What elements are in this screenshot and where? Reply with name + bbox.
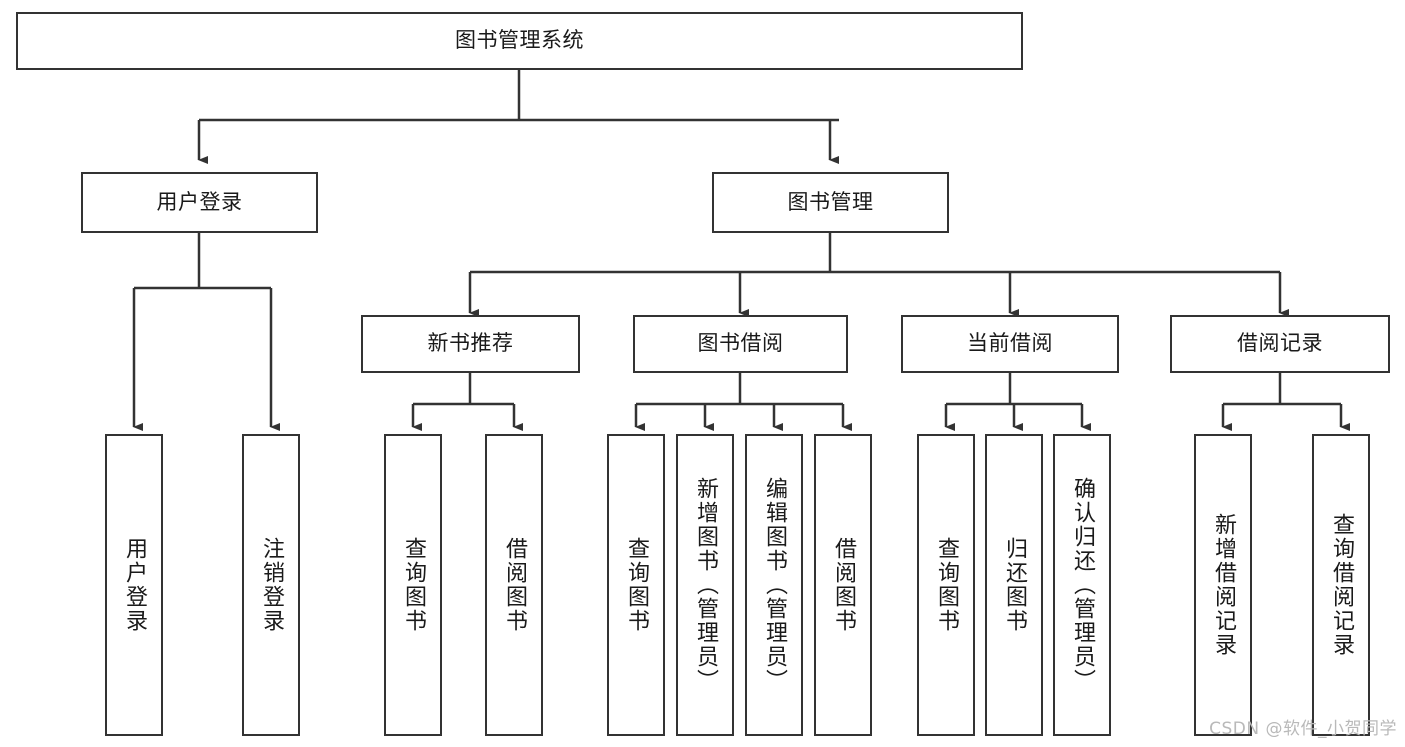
node-borrow-record[interactable]: 借阅记录 — [1170, 315, 1390, 373]
node-root-label: 图书管理系统 — [455, 28, 584, 53]
node-leaf-newbook-borrow-book-label: 借阅图书 — [502, 537, 527, 633]
node-leaf-currentborrow-confirm-return[interactable]: 确认归还（管理员） — [1053, 434, 1111, 736]
watermark: CSDN @软件_小贺同学 — [1209, 719, 1397, 739]
node-book-management-label: 图书管理 — [787, 189, 874, 214]
node-leaf-borrowrecord-query-record-label: 查询借阅记录 — [1329, 513, 1354, 657]
node-leaf-currentborrow-return-book[interactable]: 归还图书 — [985, 434, 1043, 736]
node-leaf-bookborrow-add-book-label: 新增图书（管理员） — [693, 477, 718, 693]
node-leaf-bookborrow-edit-book[interactable]: 编辑图书（管理员） — [745, 434, 803, 736]
node-leaf-bookborrow-borrow-book-label: 借阅图书 — [831, 537, 856, 633]
node-root[interactable]: 图书管理系统 — [16, 12, 1023, 70]
node-leaf-newbook-query-book-label: 查询图书 — [401, 537, 426, 633]
node-leaf-currentborrow-query-book[interactable]: 查询图书 — [917, 434, 975, 736]
node-leaf-bookborrow-query-book[interactable]: 查询图书 — [607, 434, 665, 736]
node-leaf-bookborrow-add-book[interactable]: 新增图书（管理员） — [676, 434, 734, 736]
node-leaf-borrowrecord-add-record[interactable]: 新增借阅记录 — [1194, 434, 1252, 736]
node-book-borrow[interactable]: 图书借阅 — [633, 315, 848, 373]
node-leaf-bookborrow-borrow-book[interactable]: 借阅图书 — [814, 434, 872, 736]
node-leaf-borrowrecord-query-record[interactable]: 查询借阅记录 — [1312, 434, 1370, 736]
node-leaf-newbook-borrow-book[interactable]: 借阅图书 — [485, 434, 543, 736]
node-borrow-record-label: 借阅记录 — [1237, 331, 1323, 356]
node-leaf-currentborrow-confirm-return-label: 确认归还（管理员） — [1070, 477, 1095, 693]
node-leaf-newbook-query-book[interactable]: 查询图书 — [384, 434, 442, 736]
node-new-book-recommend-label: 新书推荐 — [427, 331, 514, 356]
node-leaf-user-logout-label: 注销登录 — [259, 537, 284, 633]
node-book-management[interactable]: 图书管理 — [712, 172, 949, 233]
node-leaf-currentborrow-query-book-label: 查询图书 — [934, 537, 959, 633]
node-book-borrow-label: 图书借阅 — [697, 331, 784, 356]
node-user-login-label: 用户登录 — [156, 189, 243, 214]
node-leaf-user-login[interactable]: 用户登录 — [105, 434, 163, 736]
node-leaf-bookborrow-query-book-label: 查询图书 — [624, 537, 649, 633]
node-current-borrow[interactable]: 当前借阅 — [901, 315, 1119, 373]
node-leaf-borrowrecord-add-record-label: 新增借阅记录 — [1211, 513, 1236, 657]
node-user-login[interactable]: 用户登录 — [81, 172, 318, 233]
node-leaf-currentborrow-return-book-label: 归还图书 — [1002, 537, 1027, 633]
node-leaf-bookborrow-edit-book-label: 编辑图书（管理员） — [762, 477, 787, 693]
node-leaf-user-login-label: 用户登录 — [122, 537, 147, 633]
node-leaf-user-logout[interactable]: 注销登录 — [242, 434, 300, 736]
node-current-borrow-label: 当前借阅 — [967, 331, 1053, 356]
node-new-book-recommend[interactable]: 新书推荐 — [361, 315, 580, 373]
